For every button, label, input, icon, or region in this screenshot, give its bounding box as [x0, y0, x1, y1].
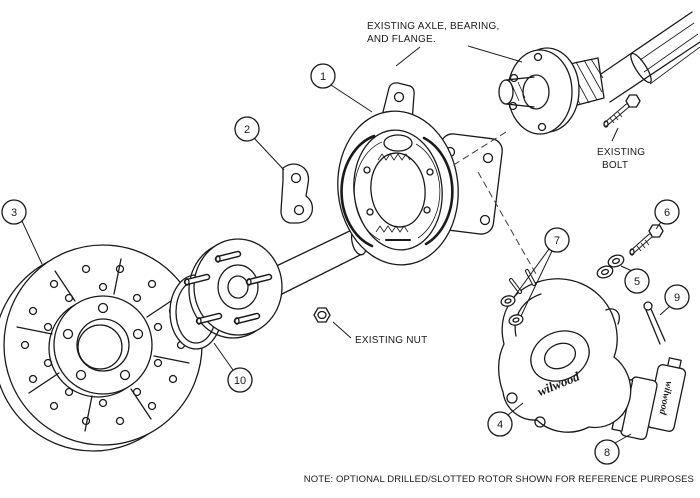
alignment-lines — [451, 131, 537, 275]
axle-assembly — [498, 11, 700, 135]
callout-3-label: 3 — [11, 207, 17, 219]
bolt-label-line2: BOLT — [602, 160, 628, 171]
wheel-studs — [183, 250, 273, 325]
axle-hub-shaft — [183, 226, 368, 339]
bracket — [280, 163, 314, 224]
callout-4-label: 4 — [497, 419, 503, 431]
nut-label: EXISTING NUT — [355, 335, 427, 346]
caliper: wilwood — [497, 269, 632, 433]
callout-1: 1 — [310, 63, 373, 113]
text-labels: EXISTING AXLE, BEARING, AND FLANGE. EXIS… — [304, 21, 694, 485]
callout-3: 3 — [1, 199, 43, 265]
reference-note: NOTE: OPTIONAL DRILLED/SLOTTED ROTOR SHO… — [304, 474, 694, 485]
callout-7: 7 — [513, 227, 570, 317]
callout-2: 2 — [234, 116, 285, 171]
callout-5-label: 5 — [634, 276, 640, 288]
mount-bolt — [629, 224, 664, 256]
callout-4: 4 — [487, 402, 524, 437]
callout-5: 5 — [620, 265, 650, 294]
callout-6-label: 6 — [664, 207, 670, 219]
rotor — [0, 244, 203, 452]
callout-8-label: 8 — [604, 447, 610, 459]
axle-label-line1: EXISTING AXLE, BEARING, — [367, 21, 499, 32]
callout-6: 6 — [654, 199, 680, 230]
backing-plate-assembly — [337, 82, 459, 266]
callout-8: 8 — [594, 433, 632, 465]
callout-7-label: 7 — [554, 235, 560, 247]
caliper-shims — [500, 295, 524, 326]
callout-2-label: 2 — [244, 124, 250, 136]
callout-9: 9 — [659, 284, 690, 316]
callout-1-label: 1 — [320, 71, 326, 83]
bolt-label-line1: EXISTING — [597, 147, 645, 158]
callout-9-label: 9 — [674, 292, 680, 304]
callout-10: 10 — [213, 342, 253, 393]
washers — [596, 254, 625, 279]
existing-nut-part — [313, 307, 331, 323]
cotter-pin — [643, 301, 666, 345]
axle-label-line2: AND FLANGE. — [367, 34, 436, 45]
existing-bolt-part — [603, 94, 641, 128]
callouts: 1 2 3 4 5 6 7 — [1, 63, 690, 465]
callout-10-label: 10 — [234, 375, 246, 387]
